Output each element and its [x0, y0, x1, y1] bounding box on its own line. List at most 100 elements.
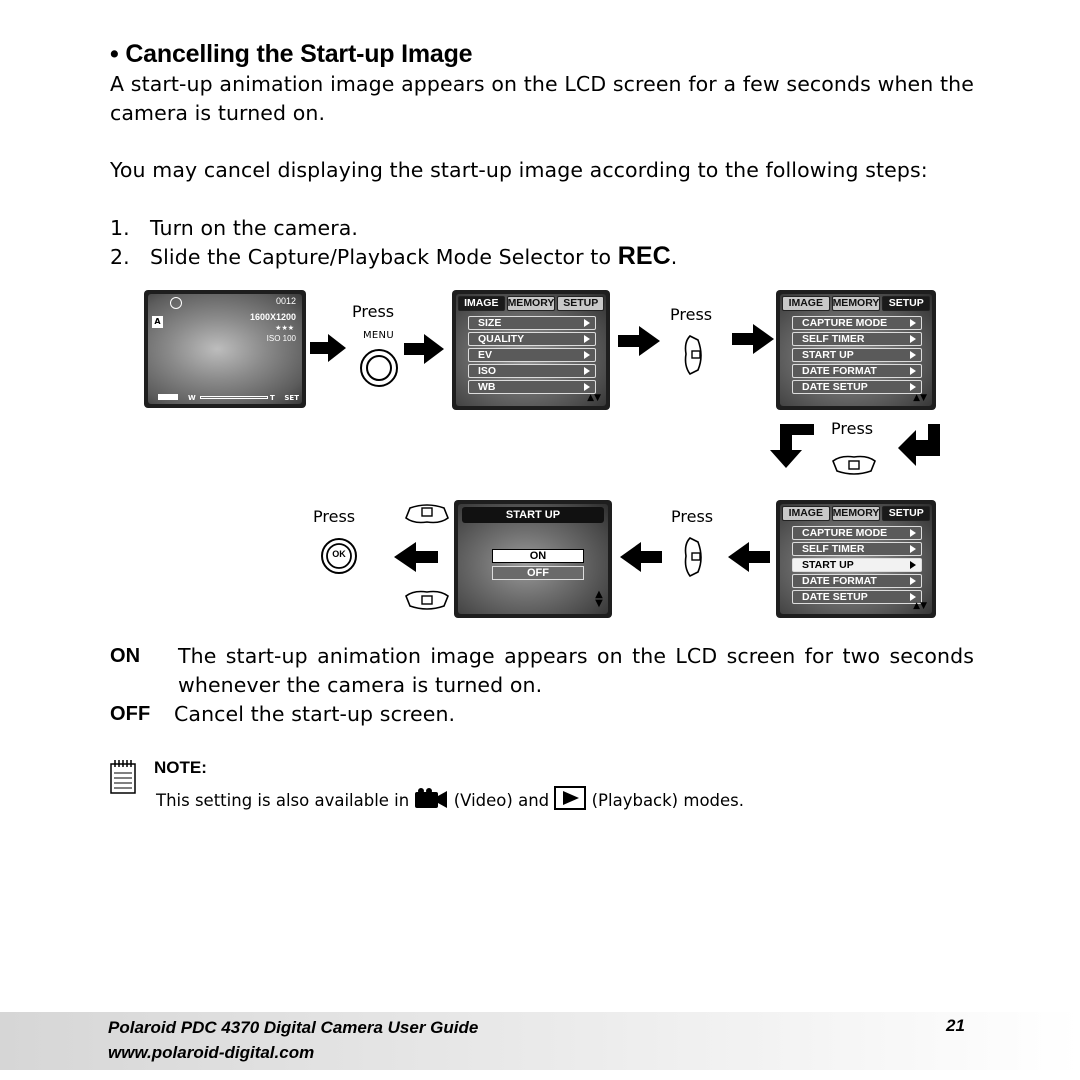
mode-auto-icon: A — [152, 316, 163, 328]
preview-screen: 0012 A 1600X1200 ★★★ ISO 100 W T SET — [144, 290, 306, 408]
step-number: 1. — [110, 216, 130, 240]
quality-stars: ★★★ — [275, 324, 294, 332]
intro-paragraph-2: You may cancel displaying the start-up i… — [110, 158, 928, 182]
step-text: Slide the Capture/Playback Mode Selector… — [150, 245, 618, 269]
step-1: 1. Turn on the camera. — [110, 214, 358, 242]
tab-setup: SETUP — [882, 506, 930, 521]
zoom-bar — [200, 396, 268, 399]
scroll-indicator-icon: ▲▼ — [913, 601, 927, 611]
menu-item-size: SIZE — [468, 316, 596, 330]
page-footer: Polaroid PDC 4370 Digital Camera User Gu… — [0, 1012, 1080, 1070]
note-title: NOTE: — [154, 758, 207, 777]
up-down-indicator-icon: ▲▼ — [595, 589, 603, 609]
option-on: ON — [492, 549, 584, 563]
submenu-arrow-icon — [584, 383, 590, 391]
option-off: OFF — [492, 566, 584, 580]
heading-title: Cancelling the Start-up Image — [125, 40, 473, 68]
ok-button-label: OK — [332, 549, 346, 559]
menu-item-self-timer: SELF TIMER — [792, 542, 922, 556]
note-text: This setting is also available in (Video… — [156, 786, 744, 816]
startup-option-screen: START UP ON OFF ▲▼ — [454, 500, 612, 618]
submenu-arrow-icon — [584, 351, 590, 359]
definition-term: ON — [110, 645, 141, 667]
zoom-tele-label: T — [270, 394, 275, 402]
rec-mode-label: REC — [617, 242, 671, 270]
submenu-arrow-icon — [910, 577, 916, 585]
definition-text: The start-up animation image appears on … — [178, 644, 974, 697]
submenu-arrow-icon — [910, 319, 916, 327]
scroll-indicator-icon: ▲▼ — [587, 393, 601, 403]
menu-button[interactable] — [359, 348, 399, 388]
arrow-right-1 — [310, 334, 346, 362]
tab-setup: SETUP — [557, 296, 604, 311]
step-number: 2. — [110, 245, 130, 269]
resolution-readout: 1600X1200 — [249, 312, 296, 322]
arrow-right-2 — [404, 334, 444, 364]
up-dpad-key[interactable] — [404, 500, 450, 524]
tab-setup: SETUP — [882, 296, 930, 311]
submenu-arrow-icon — [910, 335, 916, 343]
video-mode-icon — [414, 788, 448, 816]
menu-item-quality: QUALITY — [468, 332, 596, 346]
tab-memory: MEMORY — [831, 296, 881, 311]
note-text-start: This setting is also available in — [156, 791, 410, 810]
arrow-right-4 — [732, 324, 774, 354]
tab-image: IMAGE — [782, 296, 830, 311]
playback-mode-icon — [554, 786, 587, 816]
arrow-left-2 — [620, 542, 662, 572]
definition-off: OFF Cancel the start-up screen. — [110, 700, 974, 729]
intro-paragraph-1: A start-up animation image appears on th… — [110, 72, 974, 125]
submenu-arrow-icon — [584, 319, 590, 327]
submenu-arrow-icon — [910, 529, 916, 537]
definition-term: OFF — [110, 703, 151, 725]
flash-auto-icon — [170, 297, 182, 309]
menu-item-start-up-selected: START UP — [792, 558, 922, 572]
footer-title: Polaroid PDC 4370 Digital Camera User Gu… — [108, 1018, 479, 1037]
right-dpad-key[interactable] — [682, 334, 706, 376]
tab-memory: MEMORY — [506, 296, 556, 311]
menu-item-date-format: DATE FORMAT — [792, 574, 922, 588]
footer-url[interactable]: www.polaroid-digital.com — [108, 1043, 315, 1062]
scroll-indicator-icon: ▲▼ — [913, 393, 927, 403]
submenu-arrow-icon — [910, 593, 916, 601]
definition-on: ON The start-up animation image appears … — [110, 642, 974, 699]
startup-title-bar: START UP — [462, 507, 604, 523]
zoom-wide-label: W — [188, 394, 196, 402]
submenu-arrow-icon — [910, 561, 916, 569]
note-text-playback: (Playback) modes. — [591, 791, 745, 810]
submenu-arrow-icon — [910, 383, 916, 391]
note-text-video: (Video) and — [453, 791, 550, 810]
ok-button[interactable]: OK — [320, 537, 358, 575]
arrow-down-left — [770, 424, 814, 468]
arrow-left-3 — [394, 542, 438, 572]
menu-item-ev: EV — [468, 348, 596, 362]
step-tail: . — [670, 245, 678, 269]
iso-readout: ISO 100 — [266, 334, 296, 343]
menu-button-label: MENU — [363, 330, 394, 341]
tab-memory: MEMORY — [831, 506, 881, 521]
step-text: Turn on the camera. — [150, 216, 359, 240]
step-2: 2. Slide the Capture/Playback Mode Select… — [110, 242, 677, 271]
tab-image: IMAGE — [458, 296, 505, 311]
down-dpad-key[interactable] — [404, 590, 450, 614]
section-heading: • Cancelling the Start-up Image — [110, 40, 473, 69]
submenu-arrow-icon — [910, 367, 916, 375]
notepad-icon — [110, 760, 136, 798]
definition-text: Cancel the start-up screen. — [174, 702, 456, 726]
menu-item-self-timer: SELF TIMER — [792, 332, 922, 346]
menu-item-capture-mode: CAPTURE MODE — [792, 316, 922, 330]
menu-item-date-format: DATE FORMAT — [792, 364, 922, 378]
arrow-right-3 — [618, 326, 660, 356]
press-label-1: Press — [352, 302, 395, 321]
menu-item-start-up: START UP — [792, 348, 922, 362]
press-label-4: Press — [671, 507, 714, 526]
setup-menu-screen-selected: IMAGE MEMORY SETUP CAPTURE MODE SELF TIM… — [776, 500, 936, 618]
press-label-2: Press — [670, 305, 713, 324]
setup-menu-screen: IMAGE MEMORY SETUP CAPTURE MODE SELF TIM… — [776, 290, 936, 410]
down-dpad-key[interactable] — [831, 455, 877, 479]
press-label-3: Press — [831, 419, 874, 438]
right-dpad-key[interactable] — [682, 536, 706, 578]
image-menu-screen: IMAGE MEMORY SETUP SIZE QUALITY EV ISO W… — [452, 290, 610, 410]
press-label-5: Press — [313, 507, 356, 526]
tab-image: IMAGE — [782, 506, 830, 521]
